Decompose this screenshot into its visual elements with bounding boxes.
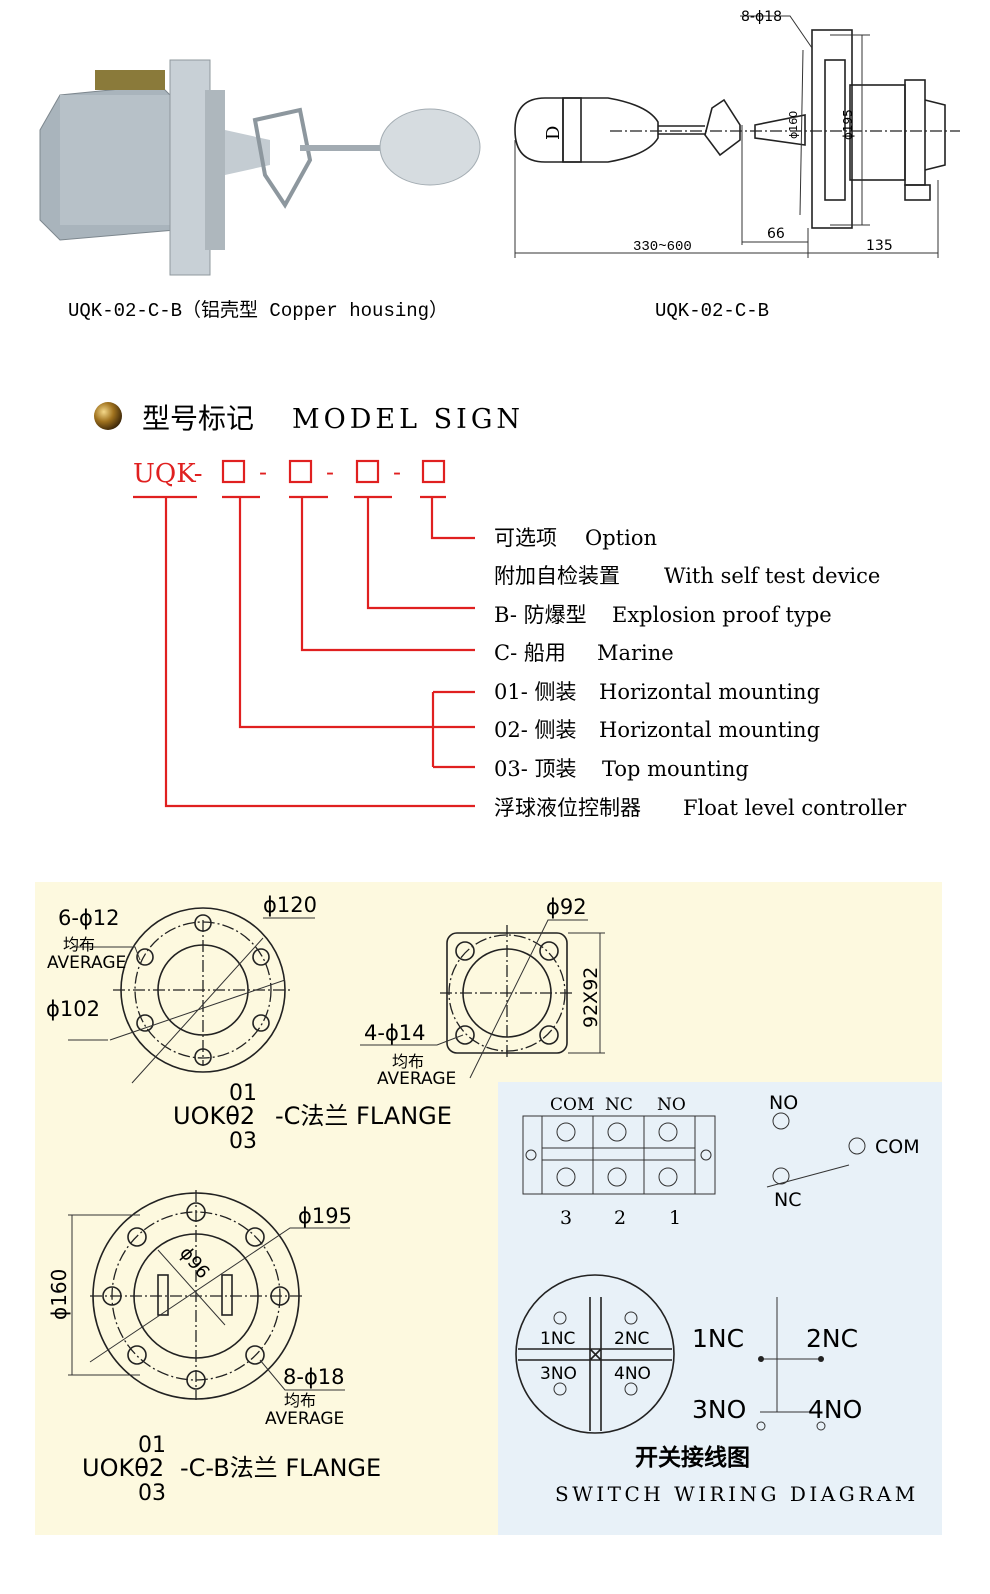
photo-caption: UQK-02-C-B（铝壳型 Copper housing）	[68, 299, 448, 322]
model-sign-items-1-en: With self test device	[664, 564, 880, 588]
code-sep: -	[393, 459, 401, 486]
wiring-schematic-1: 2NC	[806, 1324, 858, 1353]
model-sign-title-en: MODEL SIGN	[292, 404, 524, 435]
dimension-drawing: 8-ϕ18 D ϕ160 ϕ195 66 330~600 135	[514, 9, 960, 258]
wiring-quad-3: 4NO	[614, 1364, 651, 1384]
flanges-c-flange-label: -C法兰 FLANGE	[275, 1102, 452, 1130]
model-sign-title-cn: 型号标记	[142, 402, 254, 435]
flanges-square-flange-dia-92: ϕ92	[546, 895, 587, 919]
switch-symbol: NO COM NC	[766, 1092, 920, 1211]
wiring-schematic-3: 4NO	[808, 1395, 862, 1424]
wiring-terminal-numbers-1: 2	[614, 1207, 626, 1229]
dim-length: 330~600	[633, 239, 692, 255]
product-photo	[39, 59, 481, 276]
flanges-c-flange-code-top: 01	[229, 1081, 257, 1106]
code-prefix: UQK-	[133, 459, 203, 489]
model-sign-items-2-cn: B- 防爆型	[494, 603, 587, 627]
square-flange-drawing: ϕ92 92X92 4-ϕ14 均布 AVERAGE	[360, 895, 605, 1089]
drawing-caption: UQK-02-C-B	[655, 300, 769, 322]
c-flange-drawing: 6-ϕ12 均布 AVERAGE ϕ120 ϕ102 01 UOKθ2 -C法兰…	[46, 893, 452, 1154]
model-sign-items-4-cn: 01- 侧装	[494, 680, 577, 704]
dia-195-label: ϕ195	[841, 109, 855, 140]
dim-66: 66	[767, 226, 785, 242]
flanges-c-flange-average-en: AVERAGE	[47, 953, 126, 973]
flanges-c-flange-code-bottom: 03	[229, 1129, 257, 1154]
code-sep: -	[326, 459, 334, 486]
model-sign-items-6-en: Top mounting	[602, 757, 749, 781]
model-sign-items-4-en: Horizontal mounting	[599, 680, 820, 704]
flanges-square-flange-average-en: AVERAGE	[377, 1069, 456, 1089]
flanges-cb-flange-average-cn: 均布	[284, 1391, 316, 1410]
flanges-cb-flange-code-top: 01	[138, 1433, 166, 1458]
flanges-c-flange-holes: 6-ϕ12	[58, 906, 120, 930]
model-sign-items-5-cn: 02- 侧装	[494, 718, 577, 742]
flanges-c-flange-average-cn: 均布	[63, 935, 95, 954]
wiring-terminal-headers-1: NC	[605, 1095, 633, 1115]
wiring-quad-1: 2NC	[614, 1329, 649, 1349]
wiring-switch-nc: NC	[774, 1189, 801, 1211]
model-sign-items-7-cn: 浮球液位控制器	[494, 796, 641, 820]
model-sign-legend: 可选项 Option 附加自检装置 With self test device B-…	[494, 526, 907, 820]
wiring-switch-no: NO	[769, 1092, 798, 1114]
dia-160-label: ϕ160	[787, 111, 800, 139]
wiring-title-cn: 开关接线图	[635, 1444, 750, 1471]
flanges-square-flange-size: 92X92	[580, 967, 602, 1028]
model-sign-items-3-en: Marine	[597, 641, 674, 665]
flanges-cb-flange-dia-195: ϕ195	[298, 1204, 352, 1228]
wiring-title-en: SWITCH WIRING DIAGRAM	[555, 1482, 919, 1506]
wiring-quad-0: 1NC	[540, 1329, 575, 1349]
flanges-cb-flange-code-bottom: 03	[138, 1481, 166, 1506]
wiring-terminal-numbers-2: 1	[669, 1207, 681, 1229]
dim-135: 135	[866, 238, 893, 254]
contact-schematic: 1NC 2NC 3NO 4NO	[692, 1297, 862, 1431]
wiring-schematic-0: 1NC	[692, 1324, 744, 1353]
model-sign-items-1-cn: 附加自检装置	[494, 564, 620, 588]
model-code: UQK- - - -	[133, 459, 475, 808]
model-sign-items-7-en: Float level controller	[683, 796, 907, 820]
wiring-terminal-headers-2: NO	[657, 1095, 686, 1115]
flanges-cb-flange-label: -C-B法兰 FLANGE	[180, 1454, 381, 1482]
model-sign-items-6-cn: 03- 顶装	[494, 757, 577, 781]
flanges-cb-flange-average-en: AVERAGE	[265, 1409, 344, 1429]
float-diameter-label: D	[543, 126, 564, 140]
model-sign-items-0-cn: 可选项	[494, 526, 557, 550]
flanges-cb-flange-code-mid: UOKθ2	[82, 1454, 164, 1482]
holes-label: 8-ϕ18	[741, 9, 782, 25]
quadrant-diagram: 1NC 2NC 3NO 4NO	[515, 1274, 675, 1434]
wiring-quad-2: 3NO	[540, 1364, 577, 1384]
wiring-switch-com: COM	[875, 1136, 920, 1158]
flanges-c-flange-code-mid: UOKθ2	[173, 1102, 255, 1130]
wiring-terminal-headers-0: COM	[550, 1095, 594, 1115]
wiring-panel	[498, 1082, 942, 1535]
flanges-square-flange-holes: 4-ϕ14	[364, 1021, 426, 1045]
model-sign-items-0-en: Option	[585, 526, 657, 550]
flanges-c-flange-dia-102: ϕ102	[46, 997, 100, 1021]
model-sign-items-5-en: Horizontal mounting	[599, 718, 820, 742]
code-sep: -	[259, 459, 267, 486]
terminal-block: COM NC NO 3 2 1	[522, 1095, 716, 1229]
model-sign-items-2-en: Explosion proof type	[612, 603, 832, 627]
flanges-cb-flange-holes: 8-ϕ18	[283, 1365, 345, 1389]
bullet-icon	[94, 402, 122, 430]
wiring-schematic-2: 3NO	[692, 1395, 746, 1424]
flanges-cb-flange-dia-160: ϕ160	[47, 1269, 71, 1320]
flanges-c-flange-dia-120: ϕ120	[263, 893, 317, 917]
flanges-square-flange-average-cn: 均布	[392, 1052, 424, 1071]
model-sign-items-3-cn: C- 船用	[494, 641, 566, 665]
wiring-terminal-numbers-0: 3	[560, 1207, 572, 1229]
